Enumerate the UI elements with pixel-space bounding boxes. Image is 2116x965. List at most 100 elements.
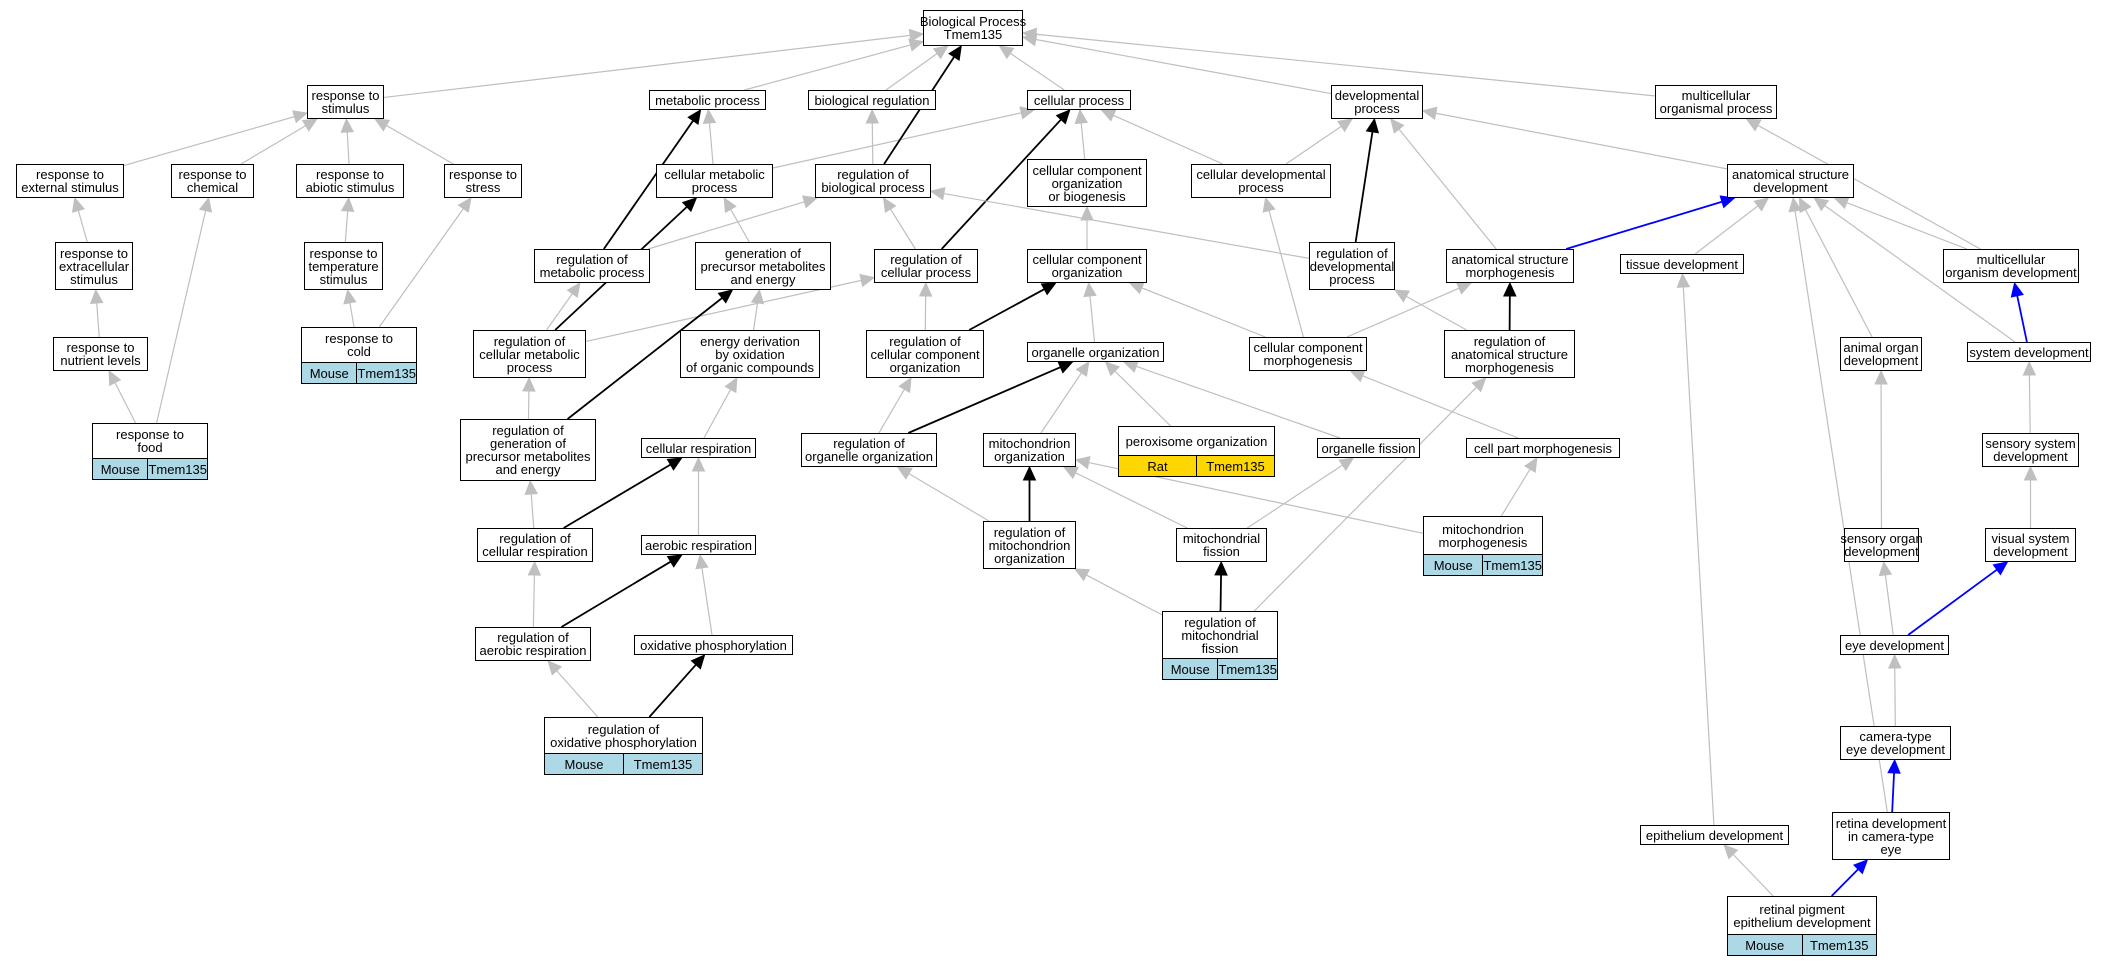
- edge-mod-to-asd: [1846, 202, 1968, 250]
- edge-po-to-oo: [1114, 370, 1172, 427]
- node-epd[interactable]: epithelium development: [1640, 825, 1789, 845]
- node-label-line: peroxisome organization: [1125, 433, 1268, 449]
- edge-arrowhead: [1338, 457, 1355, 472]
- edge-cmp-to-mp: [708, 122, 714, 165]
- edge-rcr-to-cr: [563, 463, 671, 529]
- node-label-line: regulation of: [993, 524, 1066, 540]
- node-label-line: organismal process: [1659, 101, 1773, 116]
- edge-rmf-to-mf: [1219, 574, 1222, 612]
- node-label-line: oxidative phosphorylation: [640, 637, 787, 653]
- node-ar[interactable]: aerobic respiration: [641, 535, 756, 555]
- node-sd[interactable]: system development: [1967, 342, 2091, 362]
- node-ed[interactable]: eye development: [1840, 635, 1949, 655]
- edge-arrowhead: [1104, 361, 1121, 377]
- node-label-line: regulation of: [1473, 333, 1546, 349]
- edge-arrowhead: [717, 289, 734, 304]
- node-label-line: regulation of: [1316, 245, 1388, 261]
- edge-arrowhead: [2010, 281, 2024, 298]
- node-of[interactable]: organelle fission: [1317, 438, 1420, 458]
- node-label-line: cold: [347, 344, 371, 359]
- node-label-line: eye development: [1844, 637, 1944, 653]
- node-cp[interactable]: cellular process: [1027, 90, 1131, 110]
- edge-rped-to-rdcte: [1831, 868, 1859, 897]
- node-oo[interactable]: organelle organization: [1027, 342, 1164, 362]
- edge-arrowhead: [566, 282, 581, 298]
- node-op[interactable]: oxidative phosphorylation: [634, 635, 793, 655]
- edge-breg-to-bp: [885, 53, 938, 91]
- node-label-line: metabolic process: [539, 265, 645, 280]
- edge-mod-to-mop: [1757, 124, 1981, 250]
- edge-rtc-to-rts: [240, 125, 307, 165]
- edge-of-to-oo: [1136, 365, 1341, 439]
- node-label-line: process: [1238, 180, 1284, 195]
- edge-arrowhead: [457, 197, 472, 213]
- edge-arrowhead: [896, 466, 913, 480]
- node-cpm[interactable]: cell part morphogenesis: [1466, 438, 1620, 458]
- edge-ed-to-vsd: [1907, 568, 1998, 636]
- node-label-line: energy derivation: [700, 333, 800, 349]
- node-cr[interactable]: cellular respiration: [641, 438, 756, 458]
- node-mp[interactable]: metabolic process: [649, 90, 766, 110]
- edge-arrowhead: [1022, 465, 1037, 481]
- edge-rdcte-to-cted: [1891, 772, 1895, 813]
- edge-rdp-to-rbp: [943, 192, 1310, 259]
- edge-arrowhead: [687, 109, 702, 125]
- node-breg[interactable]: biological regulation: [808, 90, 936, 110]
- node-label-line: organelle organization: [1031, 344, 1160, 360]
- edge-arrowhead: [2022, 360, 2037, 376]
- node-td[interactable]: tissue development: [1620, 254, 1744, 274]
